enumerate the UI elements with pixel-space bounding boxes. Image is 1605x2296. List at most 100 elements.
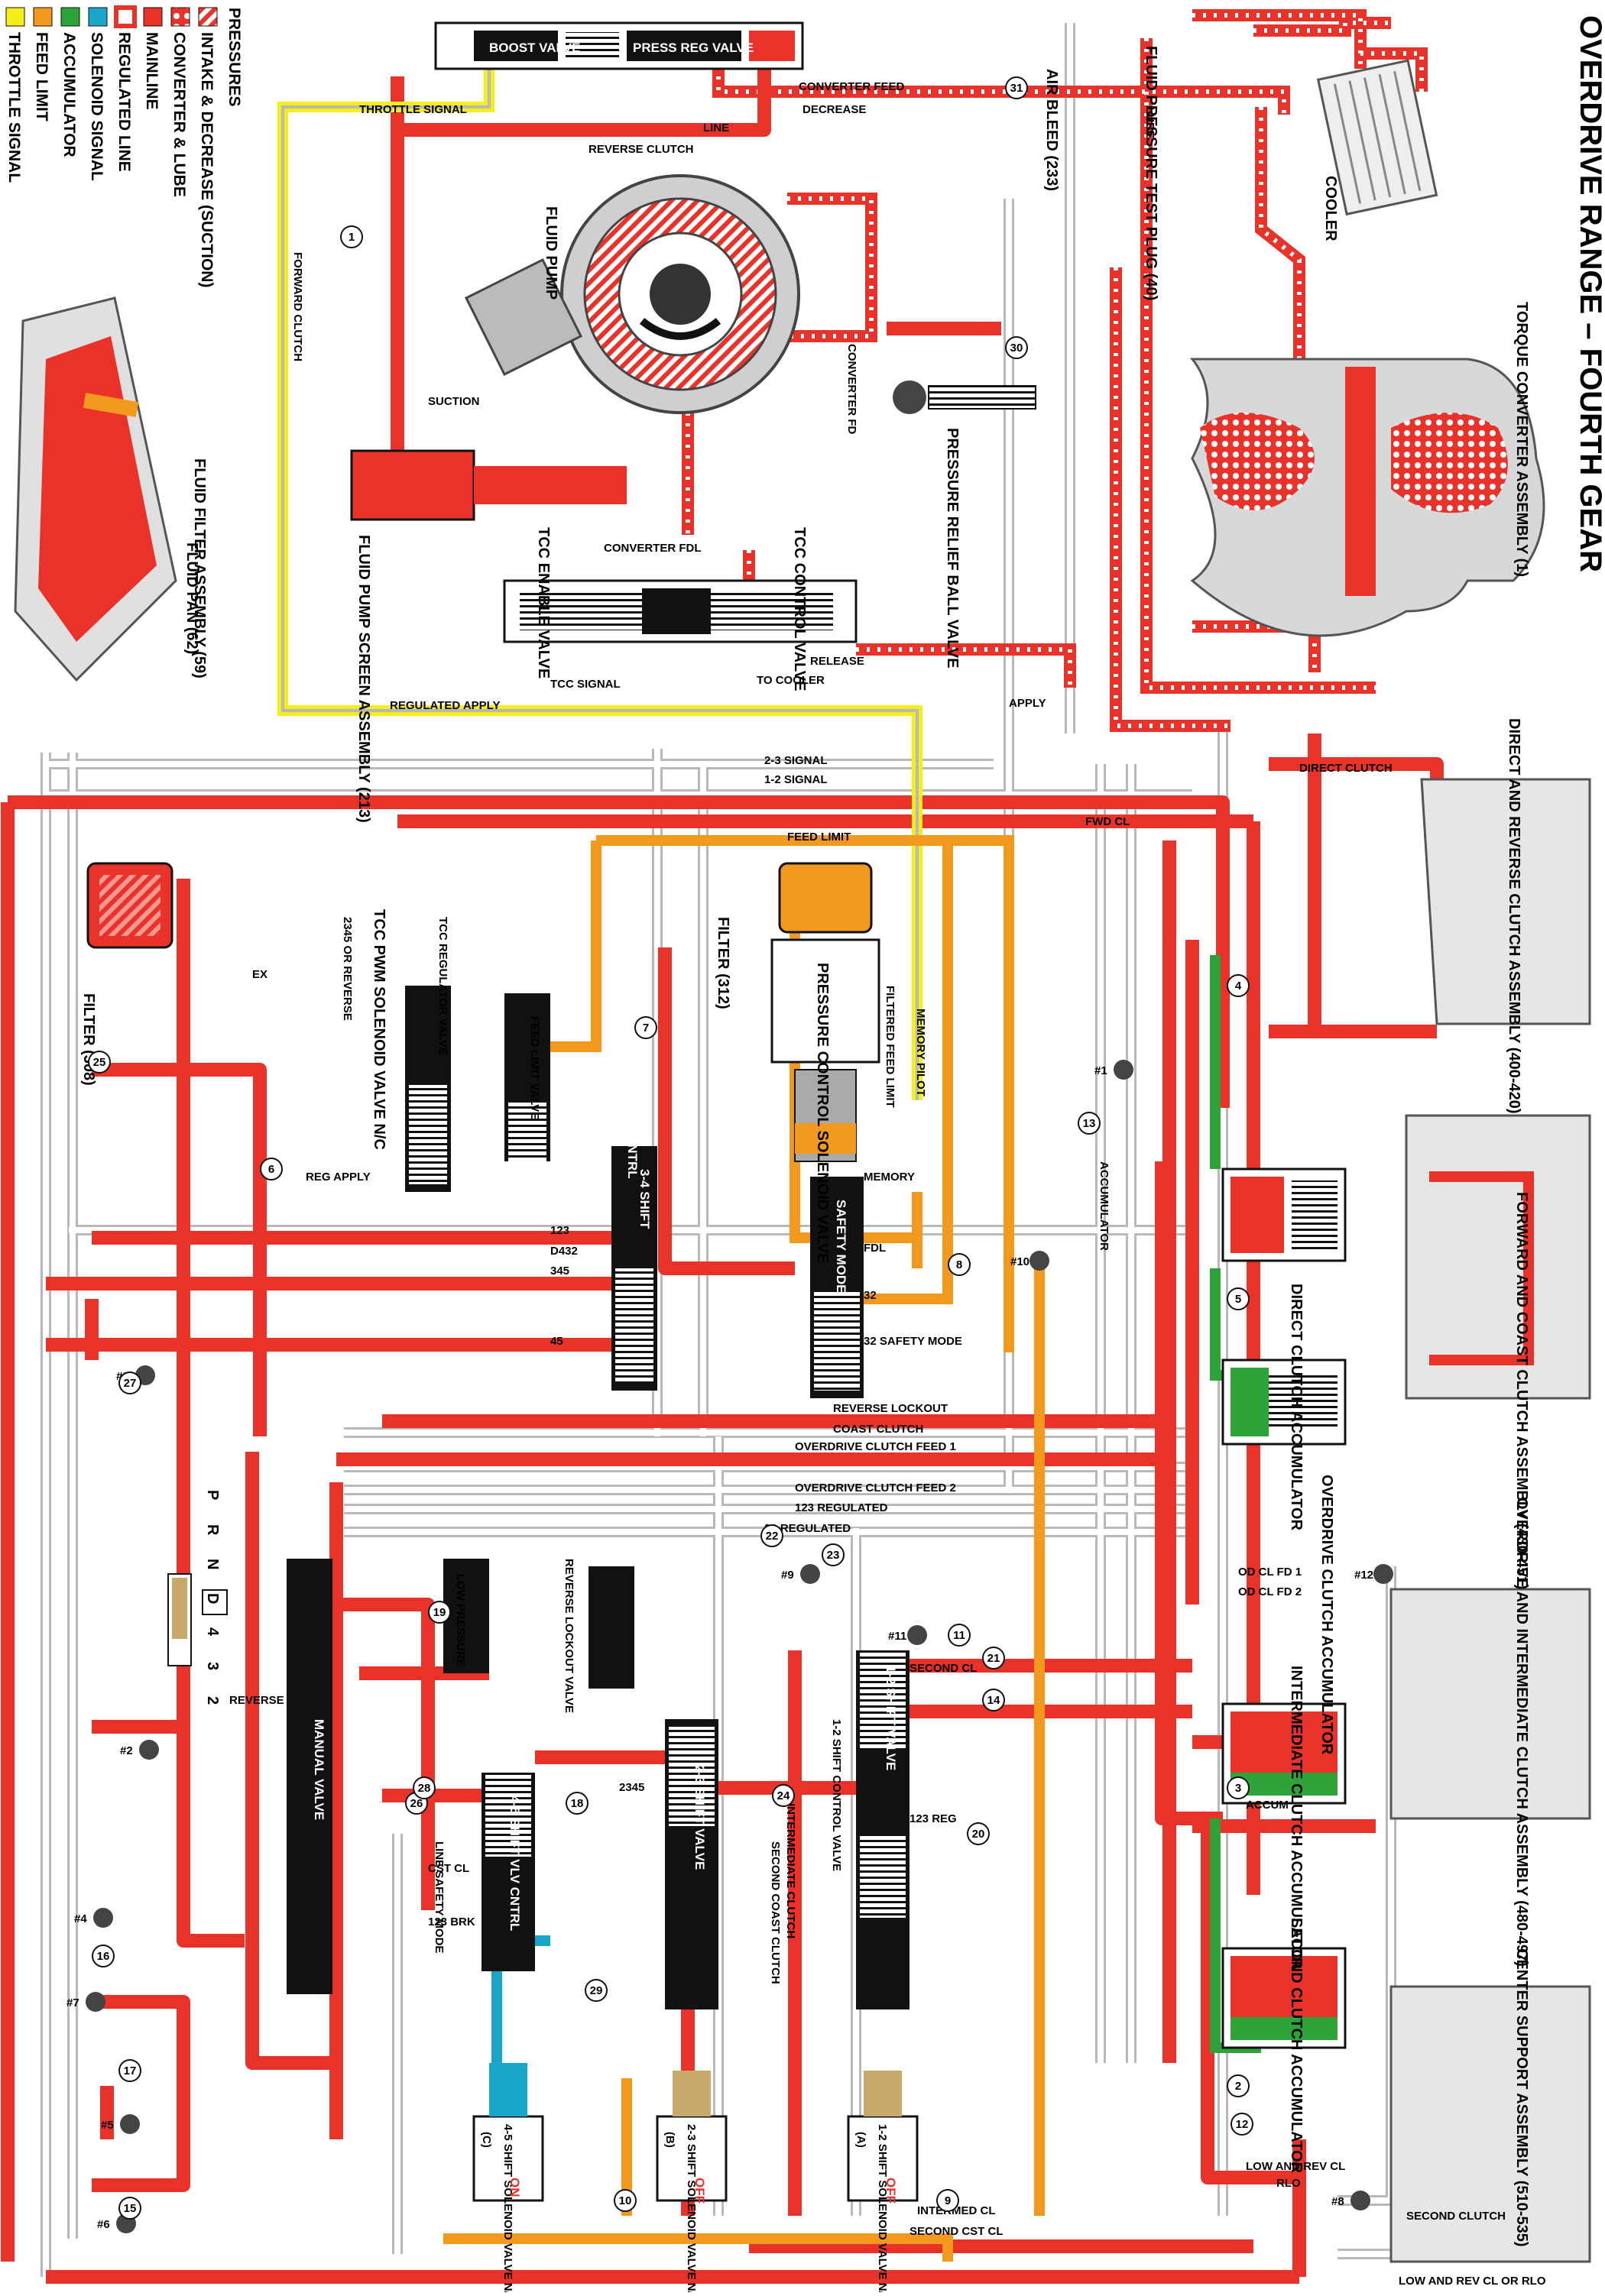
svg-text:11: 11 (953, 1629, 965, 1642)
fluid-pump (464, 174, 800, 414)
diagram-label: MEMORY (864, 1171, 915, 1184)
orifice-marker: 12 (1230, 2113, 1253, 2136)
diagram-label: FLUID PRESSURE TEST PLUG (40) (1143, 46, 1159, 300)
pressure-regulator: BOOST VALVE PRESS REG VALVE (434, 21, 804, 70)
gear-position: D (204, 1593, 221, 1604)
legend-item-label: INTAKE & DECREASE (SUCTION) (198, 32, 216, 287)
orifice-marker: 2 (1227, 2074, 1250, 2097)
pump-screen (350, 449, 627, 521)
gear-position: R (204, 1524, 221, 1536)
torque-converter (1189, 358, 1545, 637)
diagram-label: TCC SIGNAL (550, 678, 621, 691)
labels-layer: TORQUE CONVERTER ASSEMBLY (1)COOLERFLUID… (80, 46, 1546, 2296)
diagram-label: OVERDRIVE AND INTERMEDIATE CLUTCH ASSEMB… (1513, 1498, 1530, 1967)
diagram-label: ACCUMULATOR (1098, 1161, 1111, 1251)
svg-text:21: 21 (987, 1652, 1000, 1665)
shift-solenoids (472, 2063, 919, 2202)
orifice-marker: 14 (982, 1689, 1005, 1711)
svg-text:#7: #7 (66, 1996, 79, 2009)
gear-position: 3 (204, 1662, 221, 1670)
diagram-label: SECOND CLUTCH ACCUMULATOR (1288, 1918, 1305, 2174)
svg-text:#4: #4 (74, 1912, 87, 1925)
svg-text:#12: #12 (1354, 1569, 1373, 1582)
mainline-passages (1, 69, 1444, 2284)
svg-text:#9: #9 (781, 1569, 794, 1582)
diagram-label: SECOND CL (909, 1662, 977, 1675)
diagram-label: TO COOLER (757, 674, 825, 687)
orifice-marker: 9 (936, 2189, 959, 2212)
solenoid-12-state: OFF (884, 2178, 898, 2204)
orifice-marker: 20 (967, 1822, 990, 1845)
orifice-marker: 4 (1227, 974, 1250, 997)
orifice-marker: 17 (118, 2059, 141, 2082)
diagram-label: MEMORY PILOT (914, 1009, 927, 1096)
svg-text:10: 10 (619, 2194, 632, 2207)
legend-swatch (5, 7, 25, 27)
diagram-label: LOW AND REV CL (1246, 2160, 1345, 2173)
svg-text:#5: #5 (101, 2119, 114, 2132)
diagram-label: FLUID PAN (62) (183, 542, 200, 654)
diagram-label: OVERDRIVE CLUTCH ACCUMULATOR (1318, 1475, 1335, 1755)
diagram-label: DIRECT CLUTCH ACCUMULATOR (1288, 1284, 1305, 1530)
orifice-marker: 18 (566, 1792, 588, 1815)
diagram-label: REG APPLY (306, 1171, 371, 1184)
svg-text:8: 8 (956, 1258, 962, 1271)
diagram-label: 32 (864, 1289, 877, 1302)
orifice-marker: 16 (92, 1945, 115, 1967)
diagram-label: SAFETY MODE (834, 1200, 848, 1293)
checkball: #12 (1354, 1564, 1393, 1584)
diagram-label: FEED LIMIT VALVE (528, 1016, 541, 1119)
orifice-marker: 21 (982, 1647, 1005, 1669)
orifice-marker: 27 (118, 1371, 141, 1394)
diagram-label: FORWARD CLUTCH (291, 252, 304, 361)
diagram-label: FDL (864, 1242, 886, 1255)
svg-text:#1: #1 (1094, 1064, 1107, 1077)
diagram-label: LINE (703, 121, 729, 134)
diagram-label: COOLER (1322, 176, 1339, 241)
diagram-label: TCC REGULATOR VALVE (436, 917, 449, 1055)
legend-swatch (33, 7, 53, 27)
solenoid-45-state: ON (507, 2178, 522, 2197)
diagram-label: RLO (1276, 2177, 1301, 2190)
diagram-label: THROTTLE SIGNAL (359, 103, 467, 116)
diagram-label: REVERSE LOCKOUT VALVE (563, 1559, 576, 1713)
orifice-marker: 5 (1227, 1287, 1250, 1310)
clutch-assemblies (1389, 778, 1591, 2263)
legend-swatch (143, 7, 163, 27)
legend-item-label: REGULATED LINE (115, 32, 133, 172)
diagram-label: 1-2 SHIFT VALVE (884, 1666, 898, 1770)
diagram-label: 4-5 SHIFT VLV CNTRL (507, 1796, 522, 1931)
svg-text:#6: #6 (97, 2218, 110, 2231)
diagram-label: INTERMEDIATE CLUTCH (784, 1803, 797, 1938)
boost-valve-label: BOOST VALVE (489, 40, 580, 55)
legend: INTAKE & DECREASE (SUCTION)CONVERTER & L… (5, 5, 243, 287)
orifice-marker: 6 (260, 1158, 283, 1180)
diagram-label: REVERSE CLUTCH (588, 143, 694, 156)
diagram-label: CONVERTER FDL (604, 542, 702, 555)
diagram-label: REVERSE (229, 1694, 284, 1707)
legend-swatch (60, 7, 80, 27)
svg-text:3: 3 (1235, 1782, 1241, 1795)
legend-swatch (114, 5, 137, 28)
diagram-label: TCC CONTROL VALVE (791, 527, 808, 691)
diagram-label: REVERSE LOCKOUT (833, 1402, 948, 1415)
checkball: #8 (1331, 2191, 1370, 2210)
orifice-marker: 31 (1005, 76, 1028, 99)
svg-text:20: 20 (972, 1828, 985, 1841)
svg-text:#10: #10 (1010, 1255, 1029, 1268)
solenoid-23-letter: (B) (663, 2132, 676, 2148)
svg-text:#8: #8 (1331, 2195, 1344, 2208)
diagram-label: TCC PWM SOLENOID VALVE N/C (371, 909, 387, 1150)
diagram-label: SECOND CST CL (909, 2225, 1004, 2238)
diagram-label: ACCUM (1246, 1799, 1289, 1812)
orifice-marker: 29 (585, 1979, 608, 2002)
orifice-marker: 10 (614, 2189, 637, 2212)
diagram-label: D432 (550, 1245, 578, 1258)
gear-position: N (204, 1559, 221, 1569)
diagram-label: EX (252, 968, 268, 981)
diagram-label: INTERMED CL (917, 2204, 996, 2217)
diagram-label: OD CL FD 1 (1238, 1566, 1302, 1579)
diagram-label: APPLY (1009, 697, 1046, 710)
